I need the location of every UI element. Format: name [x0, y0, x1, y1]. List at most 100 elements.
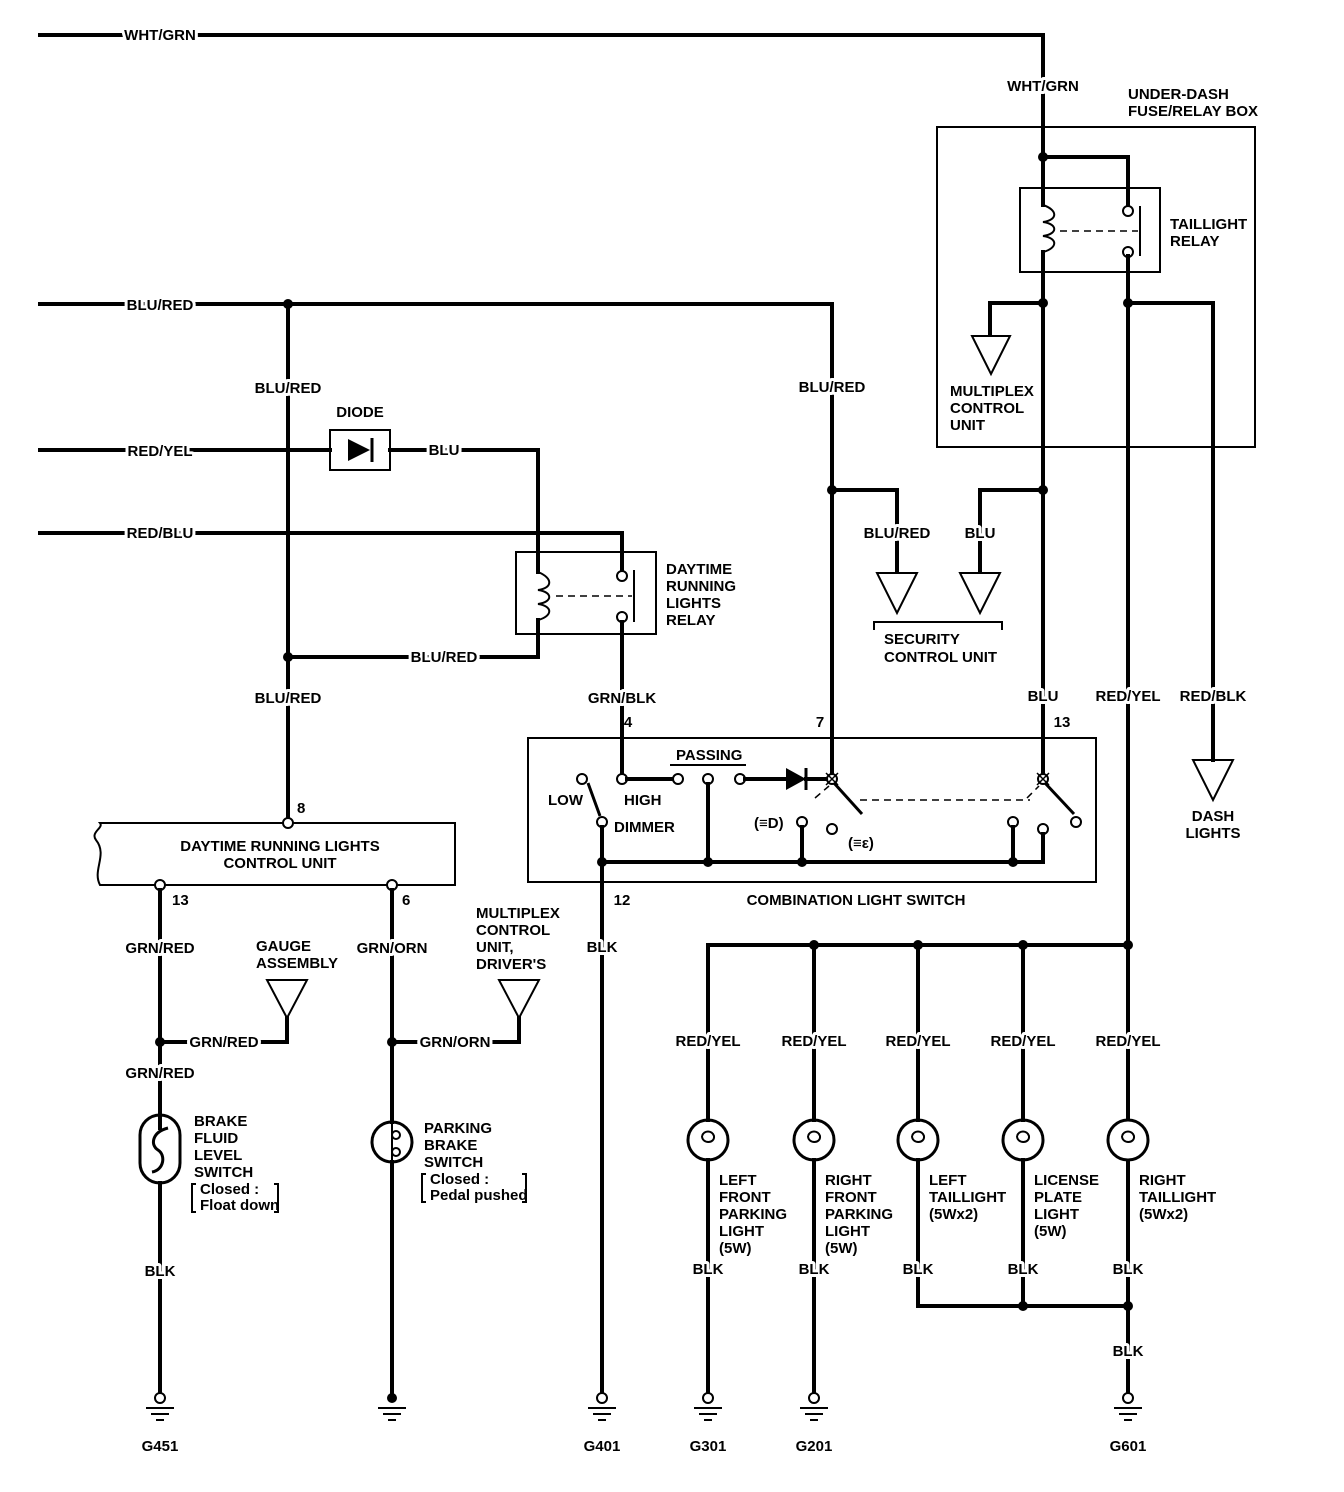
wire-label-blk-switch: BLK	[587, 939, 618, 956]
junction	[1008, 857, 1018, 867]
drl-relay-label-line2: RUNNING	[666, 578, 736, 595]
lamp2-label-line4: LIGHT	[825, 1223, 870, 1240]
wire-label-blk-tail-right: BLK	[1113, 1261, 1144, 1278]
pin-drl-6: 6	[402, 892, 410, 909]
wire-label-red-yel-lamp1: RED/YEL	[675, 1033, 740, 1050]
parking-switch-label-line1: PARKING	[424, 1120, 492, 1137]
multiplex-unit-label-line3: UNIT	[950, 417, 985, 434]
switch-pos-left-label: (≡D)	[754, 815, 784, 832]
wire-label-blu-diode: BLU	[429, 442, 460, 459]
drl-control-unit-label-line1: DAYTIME RUNNING LIGHTS	[180, 838, 379, 855]
lamp2-label-line1: RIGHT	[825, 1172, 872, 1189]
drl-control-unit-label-line2: CONTROL UNIT	[223, 855, 336, 872]
wire-grn-red-gauge	[158, 1016, 289, 1044]
dimmer-low-label: LOW	[548, 792, 584, 809]
parking-switch-bracket	[421, 1173, 527, 1203]
wire-label-red-blk: RED/BLK	[1180, 688, 1247, 705]
wire-label-grn-red-2: GRN/RED	[189, 1034, 258, 1051]
lamp-right-front-parking	[792, 1118, 836, 1162]
wire-grn-orn-mux	[390, 1016, 521, 1044]
dimmer-label: DIMMER	[614, 819, 675, 836]
wire-blu-security	[978, 488, 1045, 574]
ground-symbol-g201	[800, 1392, 828, 1421]
lamp1-label-line2: FRONT	[719, 1189, 771, 1206]
wire-blu-red-relay	[286, 618, 540, 659]
wire-label-blu-red-left-low: BLU/RED	[255, 690, 322, 707]
lamp4-label-line4: (5W)	[1034, 1223, 1067, 1240]
junction	[1018, 1301, 1028, 1311]
gauge-assembly-label-line1: GAUGE	[256, 938, 311, 955]
drl-relay-label-line4: RELAY	[666, 612, 715, 629]
mux-driver-label-line1: MULTIPLEX	[476, 905, 560, 922]
brake-switch-label-line5: Closed :	[200, 1181, 259, 1198]
wire-label-blk-g301: BLK	[693, 1261, 724, 1278]
gauge-assembly-label-line2: ASSEMBLY	[256, 955, 338, 972]
brake-switch-label-line4: SWITCH	[194, 1164, 253, 1181]
wire-label-blu-red-relay: BLU/RED	[411, 649, 478, 666]
drl-relay-label-line1: DAYTIME	[666, 561, 732, 578]
wire-label-wht-grn-drop: WHT/GRN	[1007, 78, 1079, 95]
wire-label-red-yel-lamp3: RED/YEL	[885, 1033, 950, 1050]
wire-wht-grn	[38, 33, 1045, 159]
lamp1-label-line3: PARKING	[719, 1206, 787, 1223]
wire-label-grn-blk: GRN/BLK	[588, 690, 656, 707]
dimmer-blade	[586, 782, 602, 817]
wire-label-wht-grn-top: WHT/GRN	[124, 27, 196, 44]
lamp5-label-line2: TAILLIGHT	[1139, 1189, 1216, 1206]
wire-label-red-yel-lamp2: RED/YEL	[781, 1033, 846, 1050]
ground-g201-label: G201	[796, 1438, 833, 1455]
parking-switch-label-line5: Pedal pushed	[430, 1187, 528, 1204]
dimmer-high-label: HIGH	[624, 792, 662, 809]
lamp3-label-line3: (5Wx2)	[929, 1206, 978, 1223]
drl-relay-label-line3: LIGHTS	[666, 595, 721, 612]
parking-switch-label-line3: SWITCH	[424, 1154, 483, 1171]
wire-label-blk-g201: BLK	[799, 1261, 830, 1278]
ground-symbol-parking	[378, 1393, 406, 1421]
lamp4-label-line3: LIGHT	[1034, 1206, 1079, 1223]
wire-label-red-yel-lamp5: RED/YEL	[1095, 1033, 1160, 1050]
wire-label-blu-red-security: BLU/RED	[864, 525, 931, 542]
junction	[1123, 1301, 1133, 1311]
lamp3-label-line1: LEFT	[929, 1172, 967, 1189]
under-dash-fuse-relay-box	[936, 126, 1256, 448]
brake-switch-label-line2: FLUID	[194, 1130, 238, 1147]
ground-g601-label: G601	[1110, 1438, 1147, 1455]
wire-label-grn-orn-2: GRN/ORN	[420, 1034, 491, 1051]
pin-sw-7: 7	[816, 714, 824, 731]
pin-drl-13: 13	[172, 892, 189, 909]
lamp2-label-line5: (5W)	[825, 1240, 858, 1257]
ground-symbol-g301	[694, 1392, 722, 1421]
lamp-left-taillight	[896, 1118, 940, 1162]
pin-sw-4: 4	[624, 714, 633, 731]
wire-label-blk-brake: BLK	[145, 1263, 176, 1280]
lamp5-label-line3: (5Wx2)	[1139, 1206, 1188, 1223]
ground-symbol-g451	[146, 1392, 174, 1421]
pin-sw-13: 13	[1054, 714, 1071, 731]
multiplex-unit-label-line2: CONTROL	[950, 400, 1024, 417]
lamp4-label-line2: PLATE	[1034, 1189, 1082, 1206]
taillight-relay	[1019, 155, 1161, 274]
dash-lights-label-line2: LIGHTS	[1186, 825, 1241, 842]
wire-label-red-yel-in: RED/YEL	[127, 443, 192, 460]
lamp-license-plate	[1001, 1118, 1045, 1162]
lamp5-label-line1: RIGHT	[1139, 1172, 1186, 1189]
mux-driver-label-line3: UNIT,	[476, 939, 514, 956]
wire-label-blu-red-left-mid: BLU/RED	[255, 380, 322, 397]
wire-label-blu-13: BLU	[1028, 688, 1059, 705]
wire-label-red-yel-main: RED/YEL	[1095, 688, 1160, 705]
lamp1-label-line5: (5W)	[719, 1240, 752, 1257]
wire-label-grn-red-1: GRN/RED	[125, 940, 194, 957]
wire-blu-red-security	[830, 488, 899, 574]
brake-switch-label-line6: Float down	[200, 1197, 279, 1214]
lamp-right-taillight	[1106, 1118, 1150, 1162]
parking-brake-switch	[370, 1120, 414, 1164]
wire-label-red-blu: RED/BLU	[127, 525, 194, 542]
dash-lights-label-line1: DASH	[1192, 808, 1235, 825]
parking-switch-label-line4: Closed :	[430, 1171, 489, 1188]
pin-drl-8: 8	[297, 800, 305, 817]
drl-control-unit	[93, 822, 456, 886]
multiplex-control-unit-arrow	[970, 335, 1012, 377]
ground-g301-label: G301	[690, 1438, 727, 1455]
security-unit-label-line1: SECURITY	[884, 631, 960, 648]
lamp-left-front-parking	[686, 1118, 730, 1162]
